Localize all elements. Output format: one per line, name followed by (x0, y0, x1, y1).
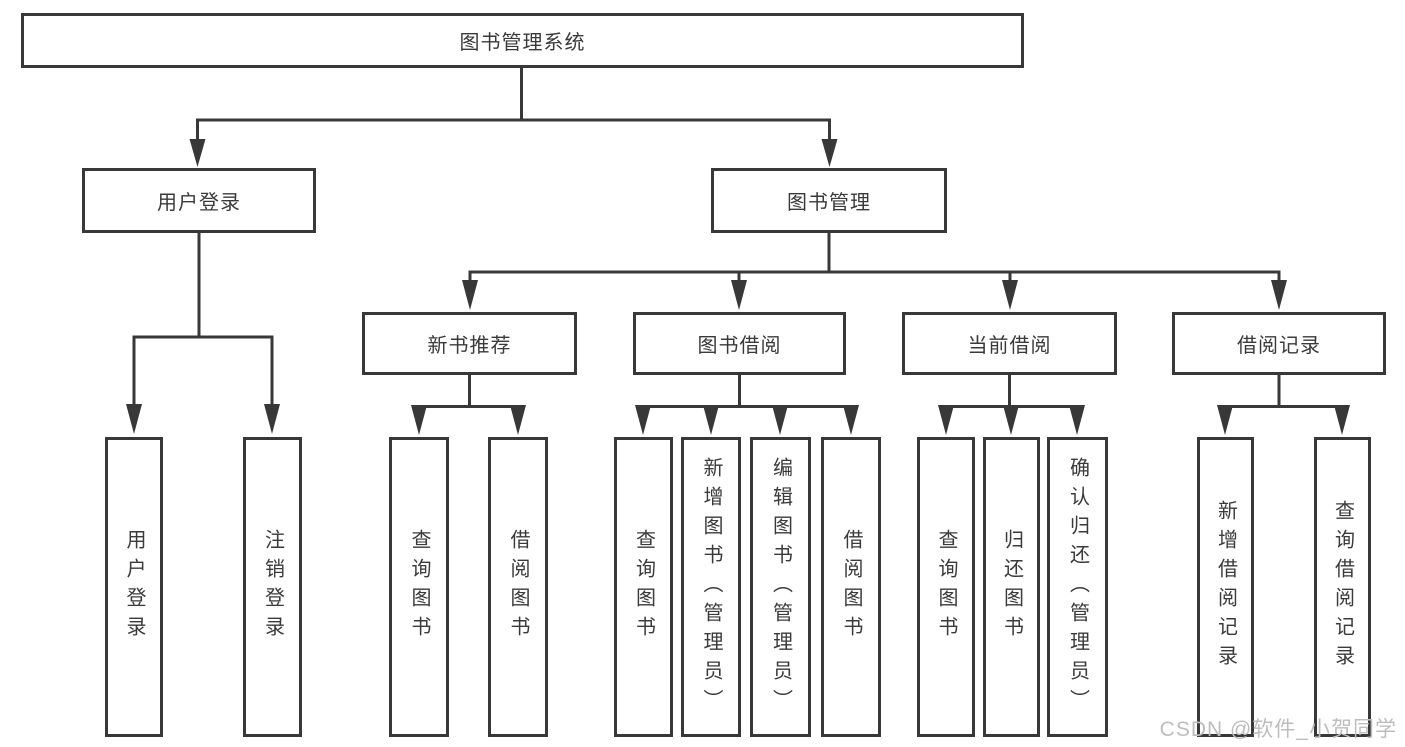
connector-root-to-level1 (189, 66, 838, 167)
arrowhead (462, 280, 478, 310)
leaf-borrow-books-recommend: 借阅图书 (488, 437, 548, 737)
leaf-logout-login: 注销登录 (243, 437, 302, 737)
connector-current-borrow-group (938, 373, 1085, 435)
arrowhead (1334, 405, 1350, 435)
connector-new-book-group (411, 373, 526, 435)
leaf-edit-books-admin: 编辑图书（管理员） (750, 437, 811, 737)
node-root-system: 图书管理系统 (21, 13, 1024, 68)
leaf-add-borrow-record: 新增借阅记录 (1197, 437, 1254, 737)
node-book-borrow: 图书借阅 (633, 312, 846, 375)
node-book-management: 图书管理 (711, 168, 947, 233)
arrowhead (1217, 405, 1233, 435)
arrowhead (821, 139, 838, 167)
node-user-login: 用户登录 (82, 168, 316, 233)
leaf-confirm-return-admin: 确认归还（管理员） (1047, 437, 1108, 737)
arrowhead (1271, 280, 1287, 310)
leaf-query-borrow-record: 查询借阅记录 (1314, 437, 1371, 737)
leaf-user-login: 用户登录 (105, 437, 163, 737)
arrowhead (635, 405, 651, 435)
leaf-query-books-recommend: 查询图书 (389, 437, 449, 737)
arrowhead (411, 405, 427, 435)
leaf-return-books: 归还图书 (983, 437, 1040, 737)
connector-user-login-branch (126, 231, 280, 434)
arrowhead (843, 405, 859, 435)
node-borrow-records: 借阅记录 (1172, 312, 1386, 375)
arrowhead (189, 139, 206, 167)
csdn-watermark: CSDN @软件_小贺同学 (1159, 718, 1397, 741)
leaf-borrow-books: 借阅图书 (821, 437, 881, 737)
connector-book-borrow-group (635, 373, 859, 435)
leaf-query-books-borrow: 查询图书 (614, 437, 673, 737)
arrowhead (510, 405, 526, 435)
arrowhead (264, 404, 280, 434)
arrowhead (938, 405, 954, 435)
arrowhead (772, 405, 788, 435)
connector-book-mgmt-branch (462, 231, 1287, 310)
leaf-query-books-current: 查询图书 (917, 437, 975, 737)
arrowhead (126, 404, 142, 434)
connector-borrow-records-group (1217, 373, 1350, 435)
arrowhead (1003, 405, 1019, 435)
node-new-book-recommend: 新书推荐 (362, 312, 577, 375)
leaf-add-books-admin: 新增图书（管理员） (681, 437, 741, 737)
node-current-borrow: 当前借阅 (902, 312, 1117, 375)
arrowhead (731, 280, 747, 310)
arrowhead (703, 405, 719, 435)
arrowhead (1002, 280, 1018, 310)
arrowhead (1069, 405, 1085, 435)
